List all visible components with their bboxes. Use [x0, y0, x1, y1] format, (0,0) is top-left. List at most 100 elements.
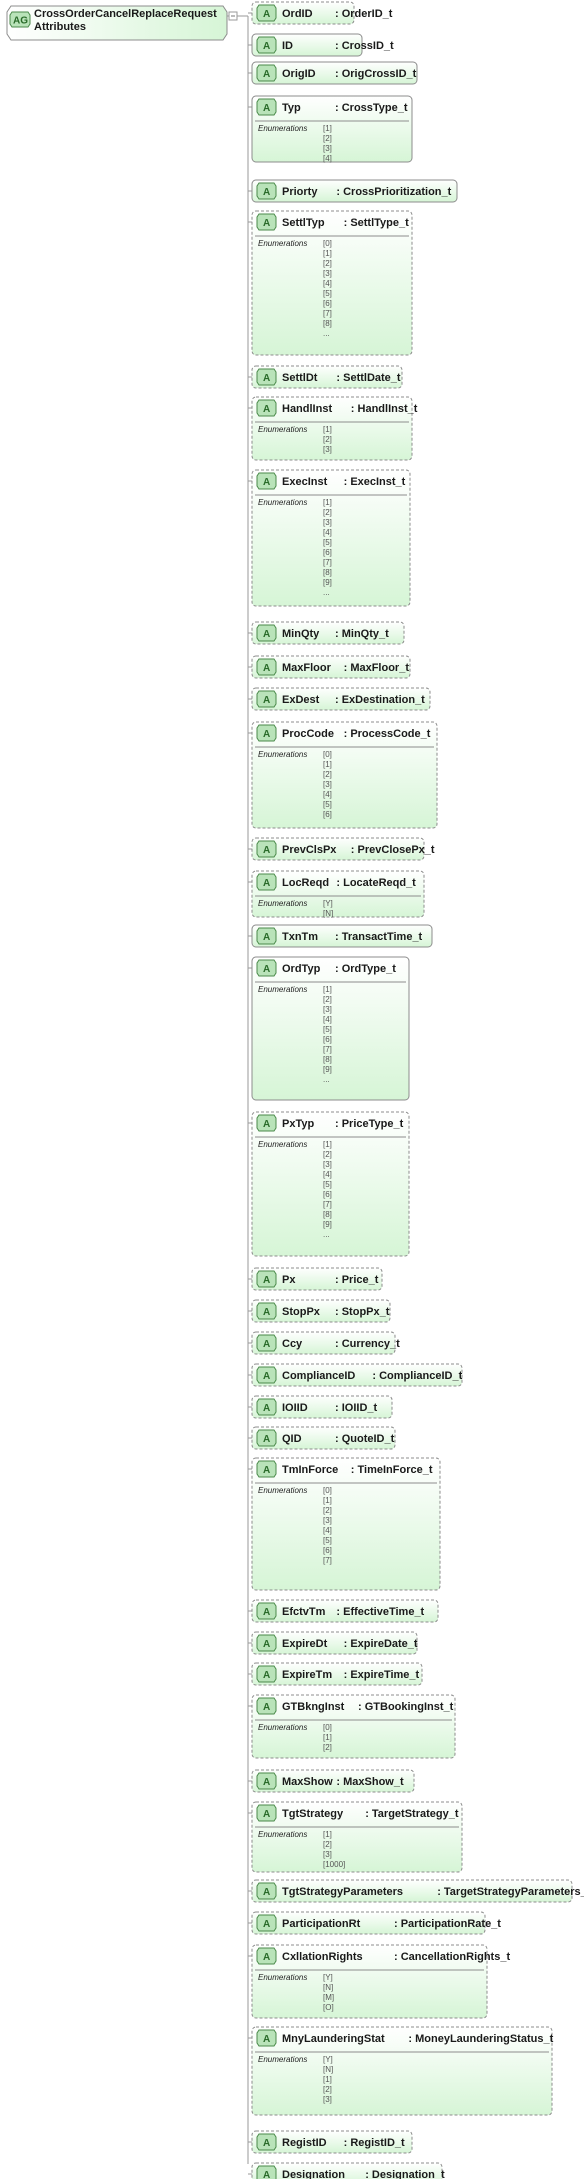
attribute-badge-icon	[256, 368, 277, 386]
enumeration-value: [7]	[323, 1045, 332, 1054]
enumeration-value: [N]	[323, 909, 333, 918]
attribute-type: : PrevClosePx_t	[351, 844, 435, 856]
enumeration-value: [1]	[323, 2075, 332, 2084]
attribute-type: : TransactTime_t	[335, 931, 423, 943]
attribute-box	[251, 210, 413, 356]
attribute-badge-label: A	[263, 663, 270, 674]
attribute-group-badge-label: AG	[13, 16, 28, 27]
attribute-box	[251, 1911, 486, 1935]
attribute-box	[251, 1299, 391, 1323]
attribute-type: : QuoteID_t	[335, 1433, 395, 1445]
enumerations-label: Enumerations	[258, 985, 307, 994]
enumeration-value: [9]	[323, 1220, 332, 1229]
attribute-badge-label: A	[263, 2034, 270, 2045]
attribute-box	[251, 1599, 439, 1623]
attribute-name: LocReqd	[282, 877, 329, 889]
attribute-name: Px	[282, 1274, 296, 1286]
enumerations-label: Enumerations	[258, 750, 307, 759]
attribute-group-header[interactable]: AG CrossOrderCancelReplaceRequest Attrib…	[6, 5, 228, 41]
attribute-badge-icon	[256, 1665, 277, 1683]
attribute-badge-label: A	[263, 1371, 270, 1382]
enumerations-label: Enumerations	[258, 1830, 307, 1839]
attribute-name: OrigID	[282, 68, 316, 80]
attribute-badge-icon	[256, 64, 277, 82]
enumeration-value: [3]	[323, 1516, 332, 1525]
attribute-badge-icon	[256, 1914, 277, 1932]
attribute-name: ExpireTm	[282, 1669, 332, 1681]
enumeration-value: [4]	[323, 279, 332, 288]
attribute-box	[251, 621, 405, 645]
attribute-badge-label: A	[263, 41, 270, 52]
attribute-type: : Designation_t	[365, 2169, 445, 2179]
attribute-box	[251, 1801, 463, 1873]
attribute-badge-label: A	[263, 1670, 270, 1681]
enumeration-value: [4]	[323, 790, 332, 799]
attribute-badge-icon	[256, 399, 277, 417]
attribute-badge-icon	[256, 873, 277, 891]
attribute-name: IOIID	[282, 1402, 308, 1414]
attribute-box	[251, 924, 433, 948]
attribute-type: : MaxShow_t	[336, 1776, 404, 1788]
attribute-badge-icon	[256, 840, 277, 858]
attribute-name: MinQty	[282, 628, 320, 640]
attribute-badge-icon	[256, 1398, 277, 1416]
enumeration-value: [8]	[323, 319, 332, 328]
attribute-badge-icon	[256, 1947, 277, 1965]
attribute-type: : MinQty_t	[335, 628, 389, 640]
enumeration-value: [2]	[323, 770, 332, 779]
attribute-name: MaxShow	[282, 1776, 333, 1788]
enumeration-value: [N]	[323, 2065, 333, 2074]
attribute-type: : ParticipationRate_t	[394, 1918, 501, 1930]
enumeration-value: [2]	[323, 995, 332, 1004]
attribute-badge-label: A	[263, 187, 270, 198]
attribute-type: : CrossPrioritization_t	[336, 186, 451, 198]
attribute-name: PrevClsPx	[282, 844, 337, 856]
attribute-type: : GTBookingInst_t	[358, 1701, 454, 1713]
enumeration-value: [N]	[323, 1983, 333, 1992]
attribute-badge-icon	[256, 213, 277, 231]
attribute-badge-label: A	[263, 69, 270, 80]
attribute-name: ExpireDt	[282, 1638, 328, 1650]
attribute-name: Designation	[282, 2169, 345, 2179]
attribute-box	[251, 1694, 456, 1759]
enumeration-value: [2]	[323, 1743, 332, 1752]
